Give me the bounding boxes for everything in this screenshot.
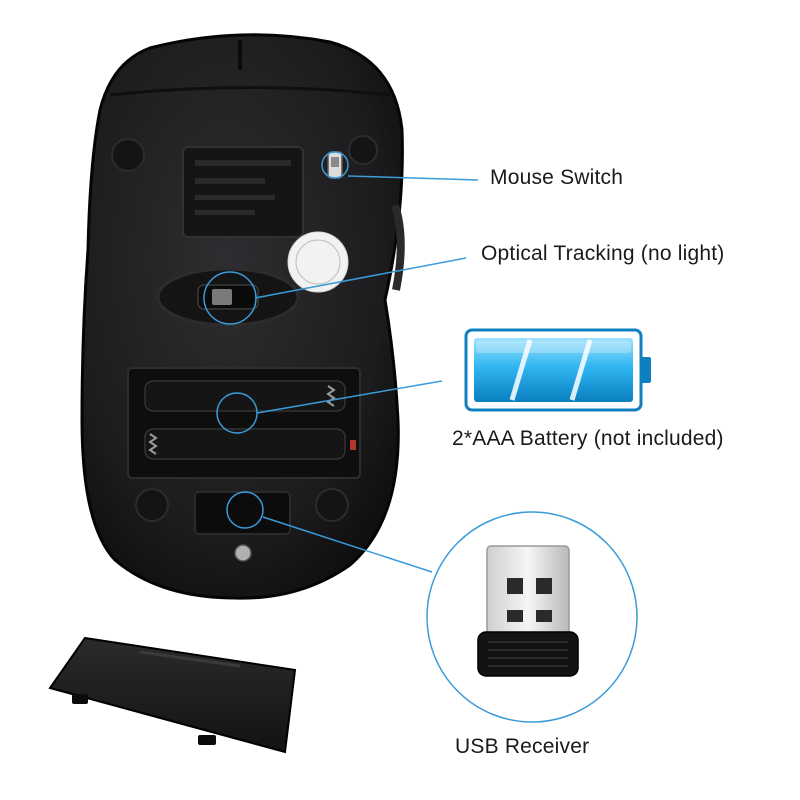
- mouse-switch-label: Mouse Switch: [490, 166, 624, 189]
- battery-icon: [464, 328, 651, 412]
- power-switch: [327, 151, 343, 179]
- callout-line-optical: [254, 257, 467, 299]
- optical-tracking-label: Optical Tracking (no light): [481, 242, 725, 265]
- qc-sticker: [287, 231, 349, 293]
- callout-circle-switch: [321, 151, 349, 179]
- usb-receiver: [426, 511, 638, 723]
- battery-compartment: [127, 367, 361, 479]
- callout-line-receiver: [262, 516, 433, 573]
- optical-sensor: [156, 267, 300, 327]
- battery-cover: [48, 636, 297, 754]
- callout-line-battery: [256, 380, 443, 414]
- callout-line-switch: [347, 175, 479, 181]
- label-plate: [182, 146, 304, 238]
- callout-circle-receiver: [226, 491, 264, 529]
- usb-receiver-label: USB Receiver: [455, 735, 590, 758]
- battery-label: 2*AAA Battery (not included): [452, 427, 724, 450]
